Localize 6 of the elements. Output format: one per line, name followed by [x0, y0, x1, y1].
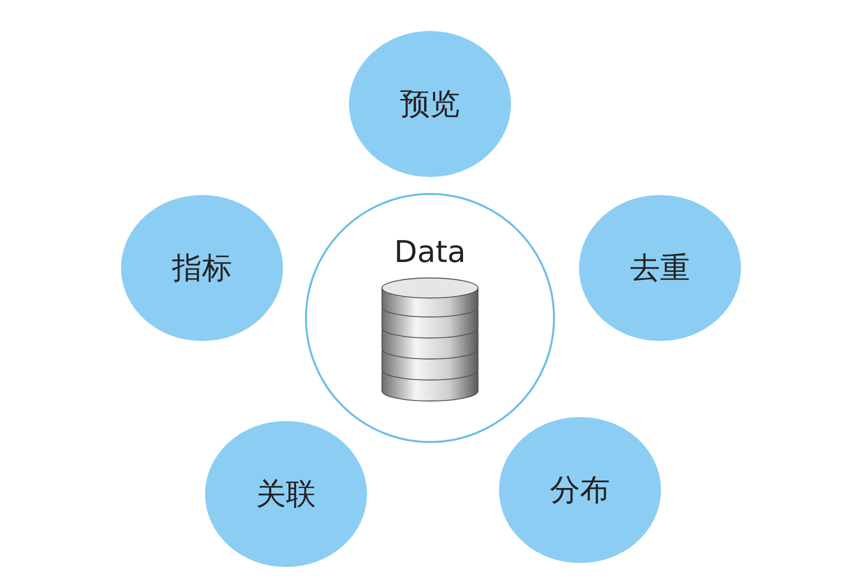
node-label: 关联	[256, 476, 316, 514]
node-label: 预览	[400, 86, 460, 124]
node-label: 去重	[630, 250, 690, 288]
node-label: 分布	[550, 472, 610, 510]
node-label: 指标	[172, 250, 232, 288]
node-label: Data	[394, 234, 466, 270]
